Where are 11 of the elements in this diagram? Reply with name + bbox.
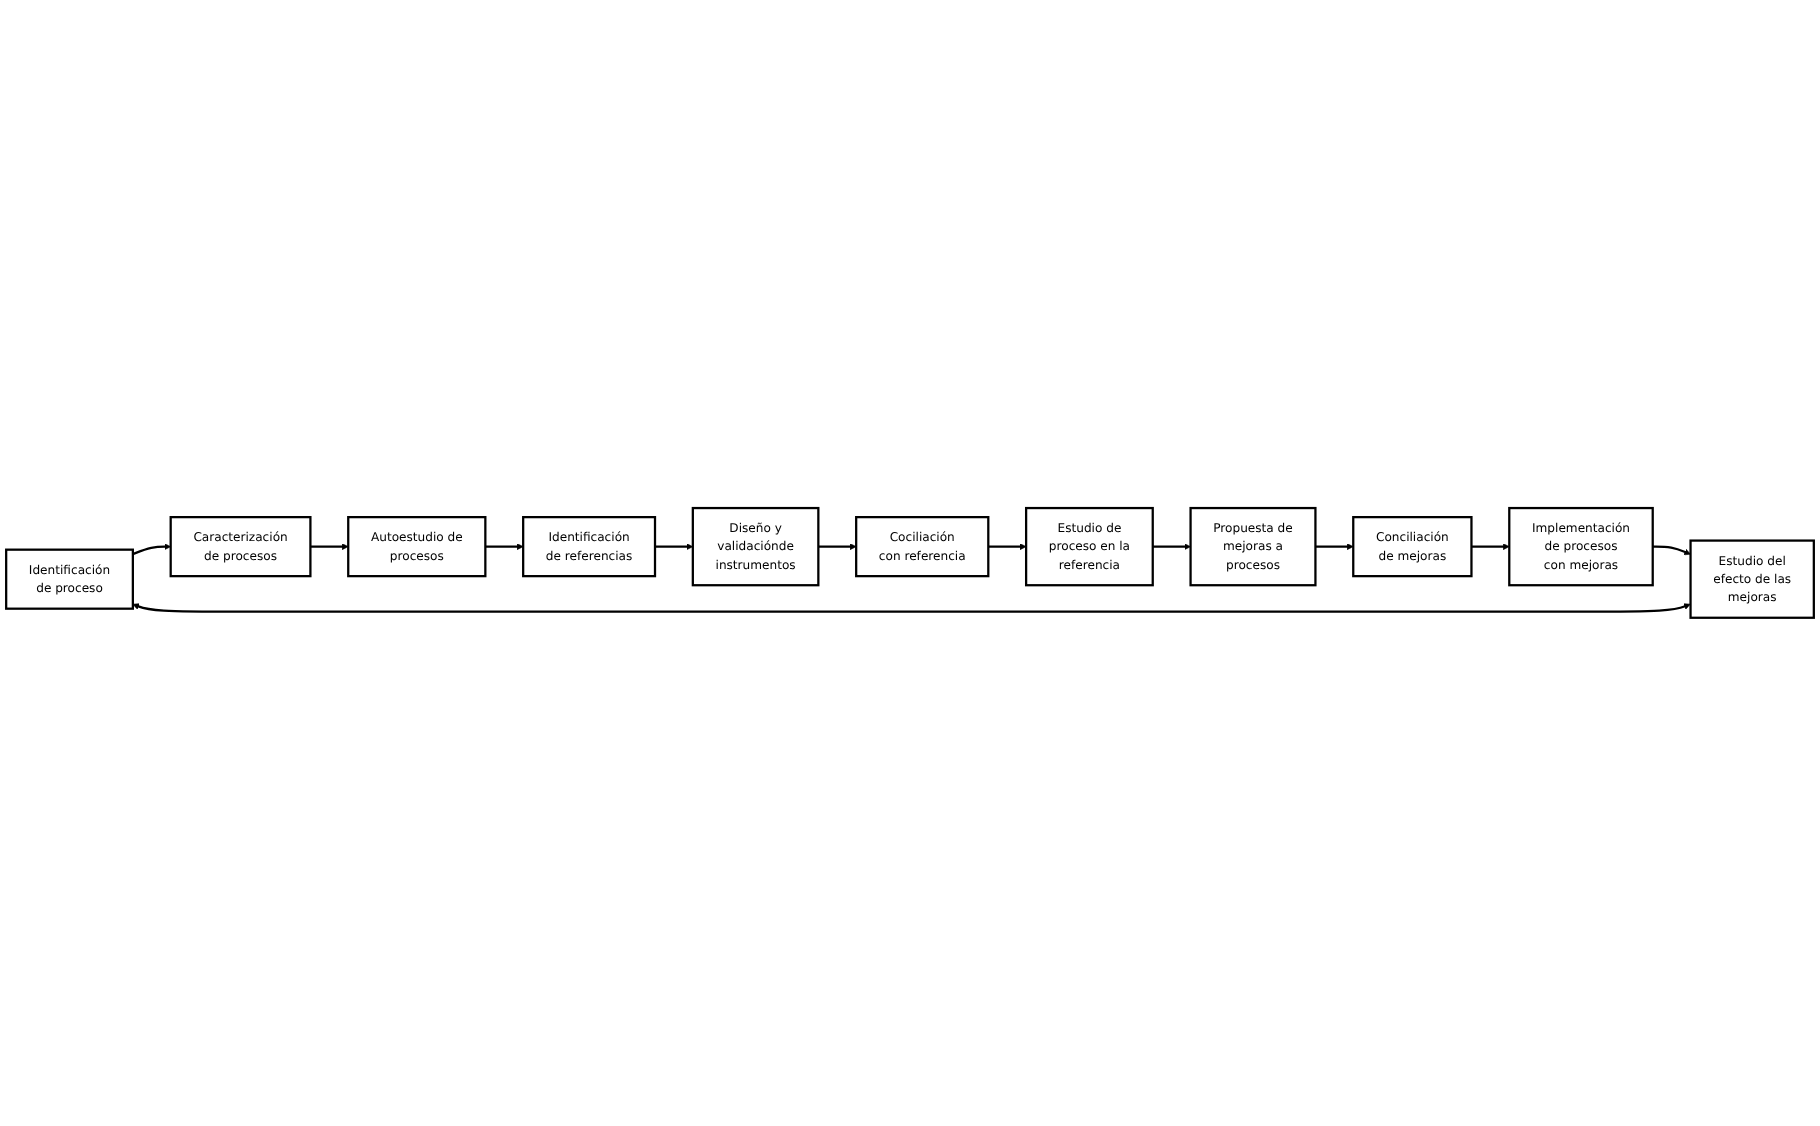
arrow bbox=[1152, 543, 1191, 551]
arrow bbox=[818, 543, 857, 551]
arrow bbox=[485, 543, 524, 551]
arrow bbox=[1652, 545, 1691, 556]
arrow bbox=[988, 543, 1027, 551]
arrow bbox=[132, 543, 171, 556]
arrow bbox=[655, 543, 694, 551]
arrow bbox=[1315, 543, 1354, 551]
arrow bbox=[132, 603, 1691, 613]
arrow bbox=[310, 543, 349, 551]
arrow bbox=[1471, 543, 1510, 551]
